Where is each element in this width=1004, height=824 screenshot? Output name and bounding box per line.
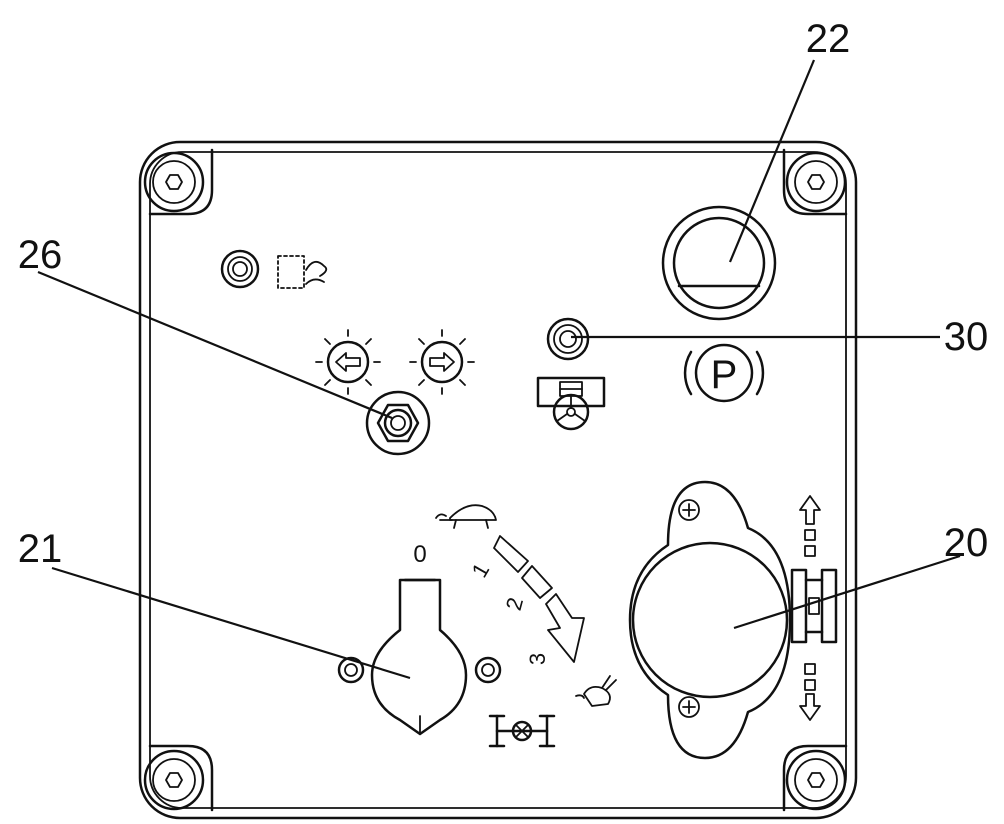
turtle-slow-icon [435,504,497,529]
dial-label-3: 3 [525,653,550,665]
speed-arc-arrow [493,535,585,663]
lift-control-button[interactable] [628,480,792,760]
gauge [661,205,777,321]
dial-label-0: 0 [413,541,426,568]
beacon-switch[interactable] [220,249,260,289]
beacon-light-icon [277,255,328,289]
turn-signal-switch[interactable] [365,390,431,456]
turn-signal-left-icon [315,329,381,395]
dial-label-2: 2 [501,595,528,613]
steering-lock-icon [536,376,606,431]
turn-signal-right-icon [409,329,475,395]
corner-bolt-top-right [782,148,848,216]
corner-bolt-top-left [143,148,214,216]
speed-selector-knob[interactable] [337,578,502,736]
callout-21: 21 [18,527,63,571]
axle-lock-icon [488,714,556,748]
parking-brake-indicator: P [683,343,765,403]
warning-lamp [546,317,590,361]
callout-22: 22 [806,17,851,61]
control-panel [138,140,858,820]
corner-bolt-bottom-right [782,744,848,812]
callout-30: 30 [944,315,989,359]
leader-lines [37,59,961,680]
parking-symbol: P [711,353,738,397]
rabbit-fast-icon [575,675,617,707]
callout-26: 26 [18,233,63,277]
callout-20: 20 [944,521,989,565]
corner-bolt-bottom-left [143,744,214,812]
dial-label-1: 1 [467,559,495,582]
